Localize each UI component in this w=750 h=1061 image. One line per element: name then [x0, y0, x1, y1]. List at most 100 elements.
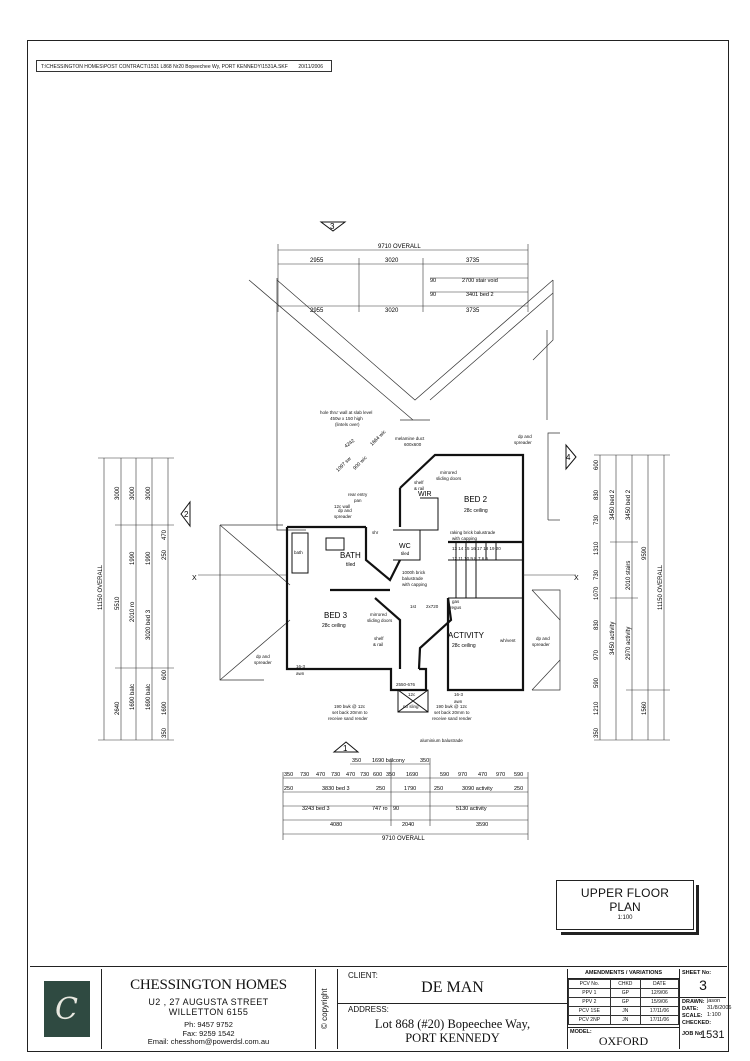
svg-text:2700 stair void: 2700 stair void — [462, 278, 498, 284]
svg-text:350: 350 — [420, 758, 429, 764]
svg-text:(lintels over): (lintels over) — [335, 422, 360, 427]
svg-text:5510: 5510 — [115, 596, 121, 610]
svg-text:tiled: tiled — [346, 562, 355, 568]
company-phone: Ph: 9457 9752 — [184, 1020, 233, 1029]
svg-text:gas: gas — [452, 599, 460, 604]
svg-text:2040: 2040 — [402, 822, 414, 828]
site-address-line1: Lot 868 (#20) Bopeechee Way, — [374, 1017, 531, 1031]
svg-text:2550-676: 2550-676 — [396, 682, 416, 687]
svg-text:1990: 1990 — [146, 551, 152, 565]
svg-text:900 wic: 900 wic — [352, 455, 369, 472]
svg-text:2x720: 2x720 — [426, 604, 439, 609]
svg-text:250: 250 — [162, 549, 168, 560]
svg-text:3000: 3000 — [146, 486, 152, 500]
dim-overall-left: 11150 OVERALL — [98, 564, 104, 610]
svg-text:pan: pan — [354, 498, 362, 503]
section-x-left: X — [192, 575, 197, 582]
section-x-right: X — [574, 575, 579, 582]
svg-text:590: 590 — [594, 677, 600, 688]
svg-text:shelf: shelf — [414, 480, 424, 485]
svg-text:spreader: spreader — [514, 440, 532, 445]
scale-value: 1:100 — [707, 1012, 721, 1018]
svg-text:3000: 3000 — [130, 486, 136, 500]
svg-text:730: 730 — [594, 569, 600, 580]
svg-text:350: 350 — [386, 772, 395, 778]
company-name: CHESSINGTON HOMES — [130, 977, 287, 993]
sheet-number: 3 — [699, 977, 707, 993]
svg-text:bath: bath — [294, 550, 303, 555]
svg-text:1000h brick: 1000h brick — [402, 570, 426, 575]
svg-text:3090 activity: 3090 activity — [462, 786, 493, 792]
room-bath: BATH — [340, 551, 361, 560]
svg-text:mirrored: mirrored — [440, 470, 457, 475]
svg-text:1690 balc: 1690 balc — [130, 684, 136, 710]
drawing-sheet-border — [27, 40, 729, 1052]
model-cell: MODEL: OXFORD — [568, 1027, 679, 1050]
svg-text:28c ceiling: 28c ceiling — [322, 623, 346, 629]
svg-text:3450 bed 2: 3450 bed 2 — [610, 489, 616, 520]
svg-text:830: 830 — [594, 619, 600, 630]
svg-text:dp and: dp and — [536, 636, 550, 641]
svg-text:set back 20mm to: set back 20mm to — [332, 710, 368, 715]
svg-text:rear entry: rear entry — [348, 492, 368, 497]
svg-text:2640: 2640 — [115, 701, 121, 715]
svg-text:mirrored: mirrored — [370, 612, 387, 617]
drawing-title-box: UPPER FLOOR PLAN 1:100 — [556, 880, 699, 935]
sheet-label: SHEET No: — [682, 970, 712, 976]
file-path: T:\CHESSINGTON HOMES\POST CONTRACT\1531 … — [41, 64, 288, 70]
amendments-grid: PCV No. CHKD DATE PPV 1 GP 12/9/06 PPV 2… — [568, 979, 680, 1025]
svg-text:90: 90 — [393, 806, 399, 812]
svg-text:4080: 4080 — [330, 822, 342, 828]
svg-text:190 bwk @ 12c: 190 bwk @ 12c — [334, 704, 366, 709]
svg-text:& rail: & rail — [414, 486, 424, 491]
svg-text:dp and: dp and — [518, 434, 532, 439]
svg-text:970: 970 — [594, 649, 600, 660]
company-fax: Fax: 9259 1542 — [182, 1028, 235, 1038]
svg-text:1690: 1690 — [406, 772, 418, 778]
svg-text:regus: regus — [450, 605, 462, 610]
svg-text:250: 250 — [376, 786, 385, 792]
scale-label: SCALE: — [682, 1013, 703, 1019]
address-label: ADDRESS: — [348, 1005, 389, 1014]
company-info: CHESSINGTON HOMES U2 , 27 AUGUSTA STREET… — [102, 969, 316, 1049]
svg-text:830: 830 — [594, 489, 600, 500]
svg-text:590: 590 — [440, 772, 449, 778]
svg-text:3735: 3735 — [466, 308, 480, 314]
svg-text:shelf: shelf — [374, 636, 384, 641]
svg-text:dp and: dp and — [338, 508, 352, 513]
svg-text:3243 bed 3: 3243 bed 3 — [302, 806, 330, 812]
amend-header-row: PCV No. CHKD DATE — [568, 979, 680, 989]
client-info: CLIENT: DE MAN ADDRESS: Lot 868 (#20) Bo… — [338, 969, 568, 1049]
sheet-divider — [680, 997, 726, 998]
svg-text:250: 250 — [284, 786, 293, 792]
svg-text:1990: 1990 — [130, 551, 136, 565]
svg-text:250: 250 — [434, 786, 443, 792]
svg-text:tiled: tiled — [401, 551, 410, 556]
svg-text:5130 activity: 5130 activity — [456, 806, 487, 812]
job-number: 1531 — [700, 1029, 725, 1041]
room-wir: WIR — [418, 491, 432, 498]
svg-text:350: 350 — [352, 758, 361, 764]
svg-text:1310: 1310 — [594, 541, 600, 555]
svg-text:3000: 3000 — [115, 486, 121, 500]
model-value: OXFORD — [598, 1034, 649, 1048]
svg-text:470: 470 — [346, 772, 355, 778]
svg-text:4242: 4242 — [344, 438, 357, 450]
room-activity: ACTIVITY — [448, 631, 485, 640]
site-address-line2: PORT KENNEDY — [405, 1031, 500, 1045]
room-bed3: BED 3 — [324, 611, 348, 620]
svg-text:2010 stairs: 2010 stairs — [626, 561, 632, 590]
svg-text:wh/vent: wh/vent — [500, 638, 516, 643]
svg-text:spreader: spreader — [334, 514, 352, 519]
svg-text:awn: awn — [296, 671, 305, 676]
svg-text:970: 970 — [458, 772, 467, 778]
svg-text:28c ceiling: 28c ceiling — [452, 643, 476, 649]
svg-text:balustrade: balustrade — [402, 576, 424, 581]
svg-text:no sling: no sling — [403, 704, 419, 709]
svg-text:melamine duct: melamine duct — [395, 436, 425, 441]
logo-letter: C — [55, 991, 78, 1027]
table-row: PCV 1SE JN 17/11/06 — [568, 1006, 680, 1016]
svg-text:16-3: 16-3 — [454, 692, 464, 697]
svg-text:600: 600 — [162, 669, 168, 680]
svg-text:190 bwk @ 12c: 190 bwk @ 12c — [436, 704, 468, 709]
